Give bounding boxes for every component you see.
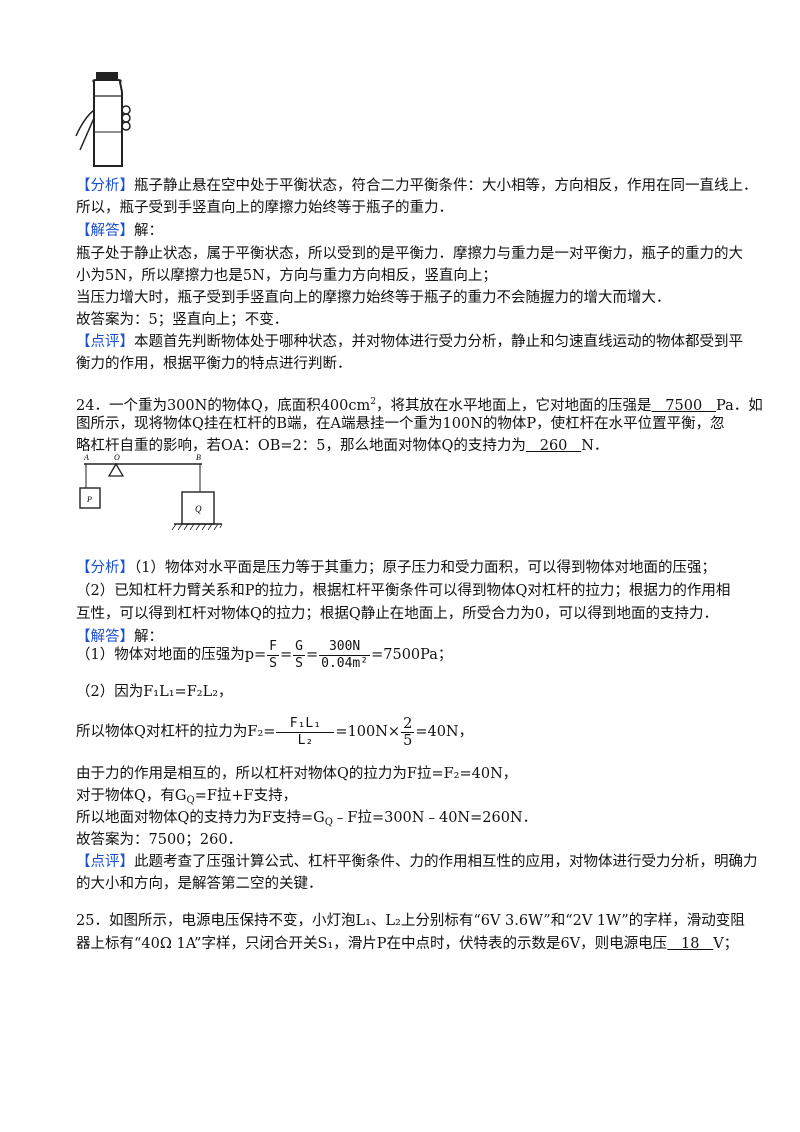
q23-solution-line-1: 瓶子处于静止状态，属于平衡状态，所以受到的是平衡力．摩擦力与重力是一对平衡力，瓶…: [76, 246, 743, 262]
q24-stem-line-1: 24．一个重为300N的物体Q，底面积400cm2，将其放在水平地面上，它对地面…: [76, 392, 763, 416]
solution-head-text: 解：: [134, 223, 163, 239]
eq1-g-num: G: [293, 638, 305, 656]
eq1-f-num: F: [267, 638, 279, 656]
q24-solution-line-4: 由于力的作用是相互的，所以杠杆对物体Q的拉力为F拉=F₂=40N，: [76, 766, 518, 782]
q24-stem-3b: N．: [581, 438, 609, 454]
eq3-mid: =100N×: [335, 724, 401, 740]
comment-tag: 【点评】: [76, 854, 134, 870]
q24-comment-line-1: 【点评】此题考查了压强计算公式、杠杆平衡条件、力的作用相互性的应用，对物体进行受…: [76, 852, 758, 872]
eq3-result: =40N，: [415, 724, 474, 740]
q25-stem-2a: 器上标有“40Ω 1A”字样，只闭合开关S₁，滑片P在中点时，伏特表的示数是6V…: [76, 936, 668, 952]
q24-stem-3a: 略杠杆自重的影响，若OA：OB=2：5，那么地面对物体Q的支持力为: [76, 438, 526, 454]
q23-solution-head: 【解答】解：: [76, 221, 163, 241]
q24-stem-1sup: 2: [370, 397, 376, 407]
eq1-v-num: 300N: [319, 639, 371, 656]
eq3-den: L₂: [297, 732, 314, 748]
q24-equation-2: （2）因为F₁L₁=F₂L₂，: [76, 684, 233, 700]
solution-head-text: 解：: [134, 629, 163, 645]
q25-stem-2b: V；: [713, 936, 739, 952]
lever-figure: A O B P Q: [79, 453, 223, 531]
sol6-b: ﹣F拉=300N﹣40N=260N．: [332, 810, 538, 826]
q24-analysis-text-1: （1）物体对水平面是压力等于其重力；原子压力和受力面积，可以得到物体对地面的压强…: [134, 560, 716, 576]
solution-tag: 【解答】: [76, 223, 134, 239]
analysis-tag: 【分析】: [76, 178, 134, 194]
eq1-equals: =: [279, 647, 293, 663]
eq3-prefix: 所以物体Q对杠杆的拉力为F₂=: [76, 724, 276, 740]
q24-solution-head: 【解答】解：: [76, 627, 163, 647]
eq1-result: =7500Pa；: [371, 647, 453, 663]
q24-stem-line-3: 略杠杆自重的影响，若OA：OB=2：5，那么地面对物体Q的支持力为 260 N．: [76, 436, 608, 456]
lever-label-a: A: [83, 453, 89, 462]
sol6-sub: Q: [324, 817, 333, 828]
q23-comment-line-1: 【点评】本题首先判断物体处于哪种状态，并对物体进行受力分析，静止和匀速直线运动的…: [76, 332, 743, 352]
q24-answer-2: 260: [525, 438, 582, 454]
q24-stem-line-2: 图所示，现将物体Q挂在杠杆的B端，在A端悬挂一个重为100N的物体P，使杠杆在水…: [76, 416, 725, 432]
q24-answer-1: 7500: [651, 398, 717, 414]
q24-analysis-line-1: 【分析】（1）物体对水平面是压力等于其重力；原子压力和受力面积，可以得到物体对地…: [76, 558, 716, 578]
q24-stem-1a: 24．一个重为300N的物体Q，底面积400cm: [76, 398, 371, 414]
eq3-ratio-num: 2: [401, 715, 415, 733]
q23-analysis-line-2: 所以，瓶子受到手竖直向上的摩擦力始终等于瓶子的重力．: [76, 200, 453, 216]
q24-stem-1c: Pa．如: [716, 398, 763, 414]
eq1-f-den: S: [269, 655, 277, 671]
q25-stem-line-2: 器上标有“40Ω 1A”字样，只闭合开关S₁，滑片P在中点时，伏特表的示数是6V…: [76, 934, 738, 954]
q23-analysis-text-1: 瓶子静止悬在空中处于平衡状态，符合二力平衡条件：大小相等，方向相反，作用在同一直…: [134, 178, 758, 194]
sol5-a: 对于物体Q，有G: [76, 788, 187, 804]
q24-comment-text-1: 此题考查了压强计算公式、杠杆平衡条件、力的作用相互性的应用，对物体进行受力分析，…: [134, 854, 758, 870]
eq1-equals-2: =: [305, 647, 319, 663]
eq3-ratio-den: 5: [403, 732, 413, 749]
analysis-tag: 【分析】: [76, 560, 134, 576]
sol5-sub: Q: [186, 795, 195, 806]
sol6-a: 所以地面对物体Q的支持力为F支持=G: [76, 810, 325, 826]
comment-tag: 【点评】: [76, 334, 134, 350]
q24-analysis-line-2: （2）已知杠杆力臂关系和P的拉力，根据杠杆平衡条件可以得到物体Q对杠杆的拉力；根…: [76, 583, 731, 599]
q25-stem-line-1: 25．如图所示，电源电压保持不变，小灯泡L₁、L₂上分别标有“6V 3.6W”和…: [76, 913, 745, 929]
eq3-num: F₁L₁: [276, 716, 335, 733]
eq1-g-den: S: [295, 655, 303, 671]
lever-label-p: P: [86, 495, 92, 504]
q23-comment-line-2: 衡力的作用，根据平衡力的特点进行判断．: [76, 356, 352, 372]
lever-label-o: O: [114, 453, 120, 462]
q24-stem-1b: ，将其放在水平地面上，它对地面的压强是: [375, 398, 652, 414]
q24-solution-line-6: 所以地面对物体Q的支持力为F支持=GQ﹣F拉=300N﹣40N=260N．: [76, 808, 537, 833]
q23-comment-text-1: 本题首先判断物体处于哪种状态，并对物体进行受力分析，静止和匀速直线运动的物体都受…: [134, 334, 743, 350]
q24-solution-line-5: 对于物体Q，有GQ=F拉+F支持，: [76, 786, 297, 811]
eq1-v-den: 0.04m²: [321, 655, 369, 671]
lever-label-q: Q: [195, 504, 202, 514]
eq1-prefix: （1）物体对地面的压强为p=: [76, 647, 267, 663]
q24-analysis-line-3: 互性，可以得到杠杆对物体Q的拉力；根据Q静止在地面上，所受合力为0，可以得到地面…: [76, 606, 718, 622]
lever-label-b: B: [196, 453, 201, 462]
q23-solution-line-2: 小为5N，所以摩擦力也是5N，方向与重力方向相反，竖直向上；: [76, 268, 497, 284]
q23-solution-line-4: 故答案为：5；竖直向上；不变．: [76, 312, 289, 328]
sol5-b: =F拉+F支持，: [194, 788, 298, 804]
q23-analysis-line-1: 【分析】瓶子静止悬在空中处于平衡状态，符合二力平衡条件：大小相等，方向相反，作用…: [76, 176, 758, 196]
q24-solution-line-7: 故答案为：7500；260．: [76, 832, 243, 848]
bottle-hand-figure: [75, 72, 131, 167]
q23-solution-line-3: 当压力增大时，瓶子受到手竖直向上的摩擦力始终等于瓶子的重力不会随握力的增大而增大…: [76, 290, 671, 306]
q25-answer: 18: [667, 936, 714, 952]
solution-tag: 【解答】: [76, 629, 134, 645]
q24-comment-line-2: 的大小和方向，是解答第二空的关键．: [76, 876, 323, 892]
